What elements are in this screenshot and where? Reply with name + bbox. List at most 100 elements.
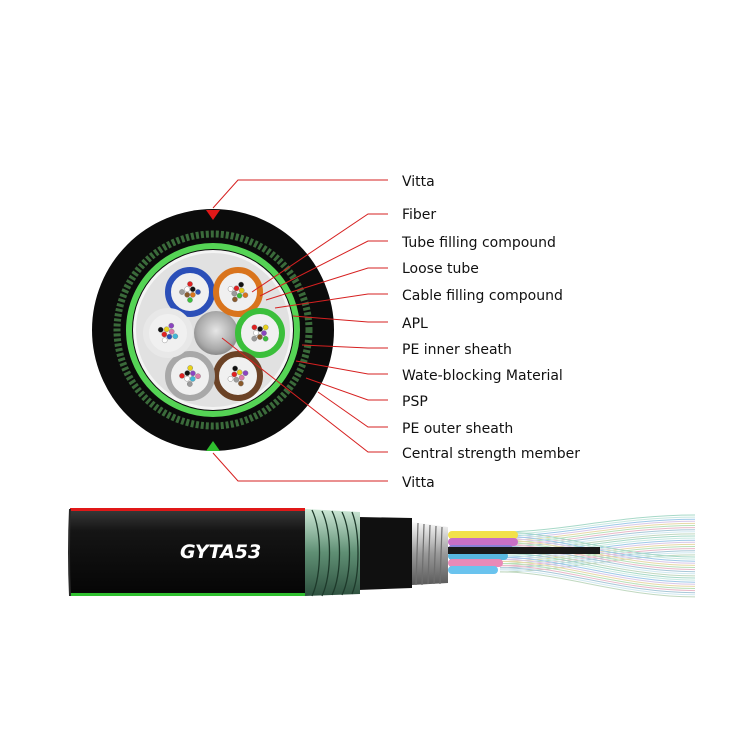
fiber-core	[184, 375, 190, 382]
fiber-core	[189, 291, 196, 298]
fiber-core	[184, 286, 190, 293]
fiber-bundle	[499, 514, 696, 598]
fiber-core	[251, 335, 258, 342]
label-vitta-top: Vitta	[402, 174, 435, 190]
fiber-core	[179, 372, 185, 379]
fiber-strand	[499, 563, 696, 589]
fiber-core	[187, 365, 193, 371]
fiber-strand	[499, 569, 696, 596]
psp-corrugations	[415, 522, 443, 586]
label-pe-inner-sheath: PE inner sheath	[402, 342, 512, 358]
fiber-strand	[499, 560, 696, 587]
fiber-core	[233, 376, 240, 383]
side-pe-outer-sheath	[70, 509, 305, 596]
fiber-core	[227, 376, 234, 382]
central-strength-member	[194, 311, 238, 355]
vitta-top-marker	[206, 210, 220, 220]
fiber-core	[179, 289, 185, 295]
label-loose-tube: Loose tube	[402, 261, 479, 277]
side-vitta-red	[70, 508, 305, 511]
leader-line	[212, 179, 388, 209]
central-member-rod	[430, 547, 600, 554]
leader-line	[274, 293, 388, 309]
orange-tube	[213, 267, 263, 317]
label-psp: PSP	[402, 394, 428, 410]
cable-model-text: GYTA53	[180, 541, 261, 563]
fiber-strand	[499, 558, 696, 585]
fiber-core	[236, 369, 243, 376]
fiber-strand	[499, 533, 696, 560]
fiber-core	[262, 335, 269, 342]
leader-line	[301, 344, 388, 349]
fiber-core	[261, 330, 267, 336]
light-blue-tube	[448, 566, 498, 574]
fiber-strand	[499, 554, 696, 581]
fiber-core	[238, 287, 245, 294]
fiber-core	[257, 334, 263, 340]
label-apl: APL	[402, 316, 428, 332]
leader-line	[259, 240, 388, 297]
fiber-strand	[499, 567, 696, 594]
fiber-strand	[499, 571, 696, 598]
fiber-core	[161, 331, 168, 338]
fiber-core	[233, 285, 240, 292]
label-pe-outer-sheath: PE outer sheath	[402, 421, 513, 437]
fiber-core	[232, 296, 238, 303]
fiber-core	[184, 291, 190, 298]
fiber-core	[163, 326, 170, 333]
fiber-core	[157, 326, 164, 333]
green-tube	[235, 308, 285, 358]
fiber-core	[238, 374, 245, 381]
label-water-blocking-material: Wate-blocking Material	[402, 368, 563, 384]
vitta-bottom-marker	[206, 441, 220, 451]
fiber-strand	[499, 544, 696, 571]
leader-line	[221, 337, 388, 453]
loose-tube-bundle	[448, 531, 518, 574]
leader-line	[305, 377, 388, 401]
white-tube	[143, 308, 193, 358]
sheath-cut-edge	[68, 508, 71, 597]
label-vitta-bottom: Vitta	[402, 475, 435, 491]
blue-tube	[165, 267, 215, 317]
armor-ridges	[311, 509, 359, 597]
cable-cross-section	[92, 209, 334, 451]
side-apl-armor	[305, 509, 360, 596]
leader-lines	[212, 179, 388, 482]
label-tube-filling-compound: Tube filling compound	[401, 235, 556, 251]
leader-line	[251, 213, 388, 293]
cable-side-view: GYTA53	[68, 508, 696, 598]
fiber-core	[189, 286, 196, 293]
leader-line	[292, 315, 388, 323]
label-fiber: Fiber	[402, 207, 436, 223]
fiber-core	[238, 281, 244, 288]
leader-line	[265, 267, 388, 301]
fiber-core	[227, 286, 234, 292]
fiber-strand	[499, 531, 696, 558]
fiber-strand	[499, 542, 696, 568]
fiber-core	[168, 328, 175, 335]
brown-tube	[213, 351, 263, 401]
fiber-core	[236, 292, 243, 299]
fiber-core	[262, 324, 269, 331]
grey-tube	[165, 351, 215, 401]
fiber-core	[195, 373, 201, 380]
fiber-strand	[499, 556, 696, 583]
label-cable-filling-compound: Cable filling compound	[402, 288, 563, 304]
fiber-core	[166, 333, 173, 340]
fiber-core	[187, 281, 193, 287]
fiber-core	[161, 337, 168, 344]
fiber-strand	[499, 514, 696, 533]
fiber-core	[257, 326, 263, 332]
side-pe-inner-sheath	[358, 517, 412, 590]
fiber-core	[251, 324, 258, 331]
component-labels: Vitta Fiber Tube filling compound Loose …	[401, 174, 580, 491]
fiber-core	[253, 330, 259, 336]
fiber-core	[184, 370, 191, 376]
leader-line	[212, 452, 388, 482]
fiber-core	[232, 365, 238, 372]
pink-tube	[448, 559, 503, 567]
leader-line	[295, 360, 388, 375]
fiber-core	[242, 370, 249, 376]
fiber-core	[195, 289, 201, 295]
